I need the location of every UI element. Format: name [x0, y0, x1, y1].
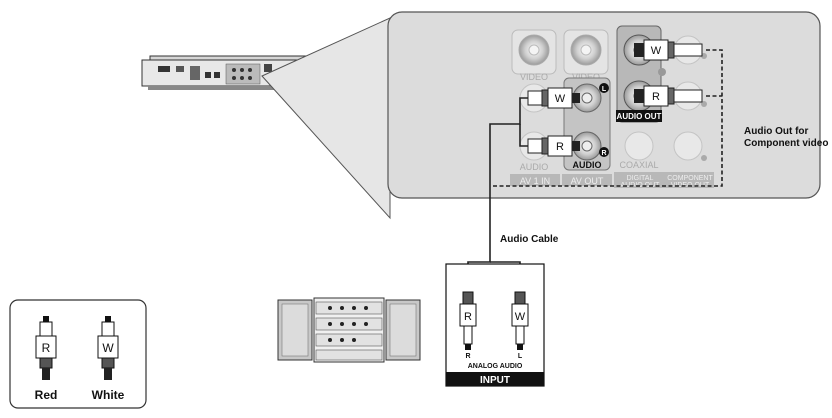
audio-in-label: AUDIO [520, 162, 549, 172]
component-audio-annotation-line1: Audio Out for [744, 126, 809, 137]
av-out-audio-jacks [572, 83, 602, 161]
legend-red-label: Red [35, 388, 58, 402]
audio-out-badge [616, 110, 662, 122]
input-white-plug [511, 291, 529, 350]
right-channel-letter: R [601, 150, 606, 157]
input-red-plug [459, 291, 477, 350]
coaxial-label: COAXIAL [619, 160, 658, 170]
red-plug-audio-out-letter: R [652, 91, 660, 103]
av-out-audio-label: AUDIO [573, 160, 602, 170]
audio-out-badge-label: AUDIO OUT [617, 112, 662, 121]
video-jack-avout [563, 29, 609, 75]
white-plug-av-out-letter: W [555, 93, 566, 105]
analog-audio-label: ANALOG AUDIO [468, 363, 523, 370]
digital-label-line2: AUDIO OUT [621, 182, 661, 189]
input-red-plug-letter: R [464, 311, 472, 323]
right-channel-mark [599, 147, 609, 157]
input-right-channel-label: R [465, 353, 470, 360]
video-jack-av1 [511, 29, 557, 75]
audio-cable-annotation: Audio Cable [500, 234, 559, 245]
legend-white-plug [97, 316, 119, 380]
mounting-screw [658, 68, 666, 76]
input-left-channel-label: L [518, 353, 523, 360]
callout-wedge [261, 17, 391, 220]
legend-white-label: White [92, 388, 125, 402]
red-plug-av-out-letter: R [556, 141, 564, 153]
plug-color-legend [9, 299, 147, 409]
av-out-bar [562, 174, 612, 186]
input-white-plug-letter: W [515, 311, 526, 323]
legend-red-plug [35, 316, 57, 380]
white-plug-audio-out-letter: W [651, 45, 662, 57]
component-video-out-bar [666, 172, 714, 188]
left-channel-letter: L [602, 86, 607, 93]
digital-label-line1: DIGITAL [627, 175, 654, 182]
white-plug-audio-out [634, 39, 703, 61]
component-audio-annotation-line2: Component video [744, 138, 828, 149]
input-label: INPUT [480, 375, 510, 386]
red-plug-av-out [527, 135, 580, 157]
legend-white-letter: W [102, 341, 114, 355]
legend-red-letter: R [42, 341, 51, 355]
red-plug-audio-out [634, 85, 703, 107]
component-audio-dashed-cable [490, 49, 723, 187]
component-label-line1: COMPONENT [667, 175, 713, 182]
av1-in-label: AV 1 IN [520, 176, 550, 186]
video-label-av1: VIDEO [520, 72, 548, 82]
input-label-bar [446, 372, 544, 386]
av1-in-bar [510, 174, 560, 186]
video-label-avout: VIDEO [572, 72, 600, 82]
stereo-system [277, 297, 421, 363]
left-channel-mark [599, 83, 609, 93]
coaxial-jack [624, 131, 654, 161]
av-out-label: AV OUT [571, 176, 604, 186]
white-plug-av-out [527, 87, 580, 109]
digital-audio-out-bar [614, 172, 666, 188]
